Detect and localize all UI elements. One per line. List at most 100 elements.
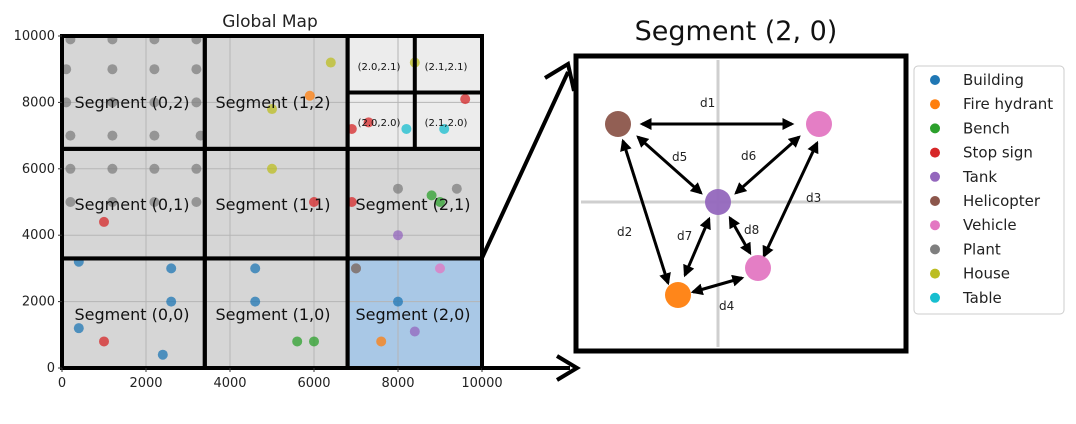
y-tick-label: 2000 [22,295,55,310]
sub-segment-label-2-0-2-1: (2.0,2.1) [358,62,401,73]
distance-arrow-d2 [620,138,671,286]
point-stop-sign [363,117,374,128]
legend-marker-tank [930,171,940,182]
segment-label-2-1: Segment (2,1) [355,195,470,214]
global-map: Global Map Segment (0,2) Segment (1,2) S… [14,12,503,391]
point-plant [191,64,202,75]
point-plant [149,97,160,108]
segment-labels: Segment (0,2) Segment (1,2) Segment (0,1… [74,62,470,324]
point-building [250,296,261,307]
distance-label-d2: d2 [617,225,632,239]
point-plant [149,163,160,174]
connector-arrowhead-upper [543,60,576,92]
legend-label-bench: Bench [963,119,1010,137]
point-plant [107,64,118,75]
point-bench [292,336,303,347]
distance-arrow-d4 [690,274,745,296]
segment-label-1-1: Segment (1,1) [215,195,330,214]
zoom-panel: Segment (2, 0) [573,16,909,354]
point-stop-sign [460,94,471,105]
distance-arrows [620,118,819,296]
sub-segment-label-2-1-2-1: (2.1,2.1) [425,62,468,73]
distance-label-d8: d8 [744,223,759,237]
zoom-object-vehicle-bottom [745,255,771,281]
point-plant [393,183,403,194]
point-plant [107,130,118,141]
point-tank [409,326,420,337]
legend-label-plant: Plant [963,240,1001,258]
distance-arrow-d6 [734,135,801,195]
point-table [401,123,412,134]
segment-cell-1-2 [204,36,348,149]
point-plant [351,263,361,274]
point-building [393,296,403,307]
zoom-connector-arrows [480,60,581,382]
zoom-object-fire-hydrant [665,282,691,308]
distance-label-d6: d6 [741,149,756,163]
point-plant [149,64,160,75]
segment-borders [60,34,484,370]
segment-label-0-1: Segment (0,1) [74,195,189,214]
sub-segment-label-2-1-2-0: (2.1,2.0) [425,118,468,129]
point-plant [65,163,76,174]
point-house [325,57,336,68]
point-plant [65,130,76,141]
distance-label-d3: d3 [806,191,821,205]
segment-cell-0-0 [62,258,205,368]
global-map-title: Global Map [222,12,318,32]
segment-label-1-2: Segment (1,2) [215,93,330,112]
distance-arrow-d8 [728,215,752,256]
legend-marker-vehicle [930,220,940,231]
point-plant [107,97,118,108]
legend-frame [913,65,1065,315]
point-stop-sign [99,216,109,227]
x-tick-label: 4000 [213,376,246,391]
zoom-object-tank [705,189,731,215]
distance-label-d7: d7 [677,229,692,243]
y-tick-label: 4000 [22,228,55,243]
zoom-object-vehicle-top [806,111,832,137]
legend-marker-helicopter [930,196,940,206]
point-building [73,323,84,334]
segment-cell-2-1 [347,148,482,259]
sub-segment-label-2-0-2-0: (2.0,2.0) [358,118,401,129]
connector-arrowhead-lower [555,354,581,382]
legend-label-house: House [963,265,1010,283]
point-house [267,163,277,174]
segment-label-0-2: Segment (0,2) [74,93,189,112]
legend-label-stop-sign: Stop sign [963,144,1033,162]
segment-cell-0-2 [62,36,205,149]
point-plant [191,163,202,174]
y-tick-label: 0 [47,361,55,376]
point-fire-hydrant [376,336,387,347]
legend-label-table: Table [962,289,1002,307]
legend-label-vehicle: Vehicle [963,216,1017,234]
distance-label-d5: d5 [672,150,687,164]
y-tick-label: 8000 [22,95,55,110]
point-plant [191,197,202,207]
zoom-objects [605,111,832,308]
point-plant [149,130,160,141]
legend-marker-table [930,292,940,303]
legend-label-building: Building [963,71,1024,89]
legend-marker-fire-hydrant [930,99,940,110]
point-building [166,296,177,307]
point-stop-sign [309,197,319,207]
x-tick-label: 8000 [381,376,414,391]
distance-arrow-d7 [683,216,711,278]
y-tick-label: 10000 [14,29,55,44]
distance-labels: d1 d2 d3 d4 d5 d6 d7 d8 [617,96,821,313]
segment-cell-1-0 [204,258,348,368]
distance-arrow-d3 [762,140,819,259]
point-plant [451,183,462,194]
segment-cell-2-0 [347,258,482,368]
legend-marker-plant [930,244,940,255]
x-tick-label: 2000 [129,376,162,391]
point-vehicle [435,263,445,274]
point-fire-hydrant [304,90,315,101]
legend-marker-bench [930,123,940,134]
